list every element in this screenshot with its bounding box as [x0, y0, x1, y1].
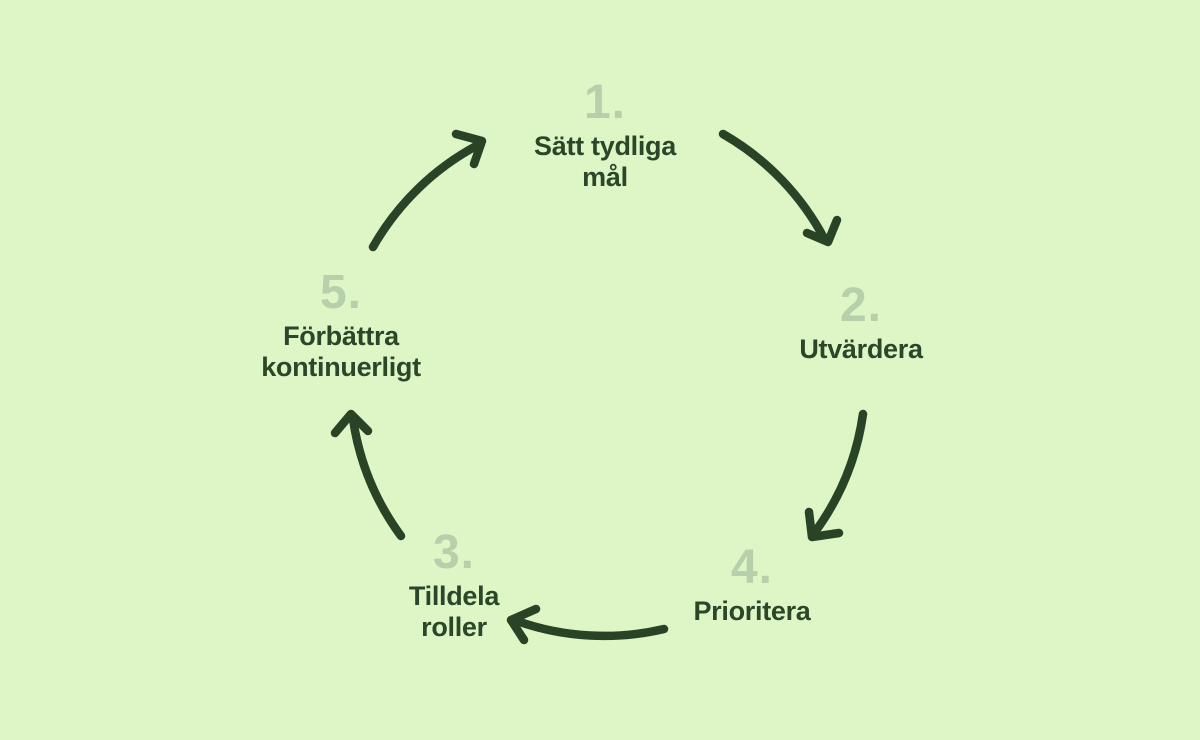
arrow-step3-to-step5-icon	[330, 409, 406, 541]
step-3-label-line-2: roller	[421, 611, 487, 642]
step-1-label-line-2: mål	[582, 161, 628, 192]
step-5-label-line-2: kontinuerligt	[261, 351, 421, 382]
step-5-label-line-1: Förbättra	[283, 321, 399, 351]
arrow-step2-to-step4-icon	[804, 409, 868, 542]
step-4-number: 4.	[730, 541, 774, 594]
step-5-number: 5.	[319, 266, 363, 319]
step-5-forbattra-kontinuerligt: 5. Förbättra kontinuerligt	[261, 269, 421, 382]
step-3-label: Tilldela roller	[409, 581, 499, 642]
step-4-label: Prioritera	[693, 596, 810, 627]
step-1-label-line-1: Sätt tydliga	[534, 131, 676, 161]
step-2-label: Utvärdera	[799, 334, 923, 365]
step-1-label: Sätt tydliga mål	[534, 131, 676, 192]
step-4-prioritera: 4. Prioritera	[693, 544, 810, 627]
arrow-step4-to-step3-icon	[506, 604, 669, 645]
step-5-label: Förbättra kontinuerligt	[261, 321, 421, 382]
step-2-utvardera: 2. Utvärdera	[799, 279, 923, 365]
step-4-label-line-1: Prioritera	[693, 596, 811, 626]
arrow-step1-to-step2-icon	[718, 129, 842, 247]
step-1-number: 1.	[583, 76, 627, 129]
step-2-label-line-1: Utvärdera	[799, 334, 923, 364]
step-3-label-line-1: Tilldela	[408, 581, 500, 611]
step-1-satt-tydliga-mal: 1. Sätt tydliga mål	[534, 79, 676, 192]
step-2-number: 2.	[839, 279, 883, 332]
step-3-tilldela-roller: 3. Tilldela roller	[409, 529, 499, 642]
step-3-number: 3.	[432, 526, 476, 579]
arrow-step5-to-step1-icon	[368, 129, 487, 252]
